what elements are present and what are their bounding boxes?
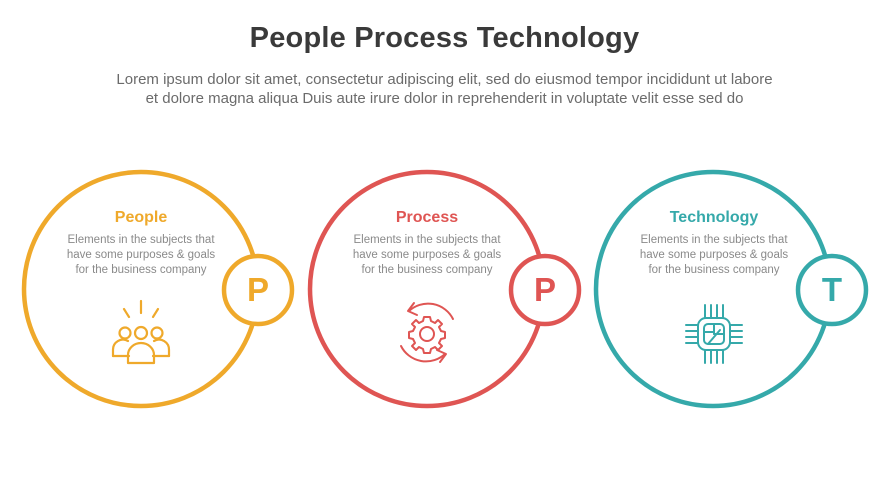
technology-badge	[795, 253, 869, 327]
process-title: Process	[395, 209, 459, 226]
page-title: People Process Technology	[249, 22, 640, 54]
process-badge	[508, 253, 582, 327]
technology-ring	[593, 169, 833, 409]
subtitle-line: Lorem ipsum dolor sit amet, consectetur …	[116, 71, 773, 88]
technology-badge-letter: T	[821, 271, 843, 308]
process-card: Process Elements in the subjects that ha…	[337, 209, 517, 278]
process-badge-letter: P	[533, 271, 556, 308]
people-badge-letter: P	[246, 271, 269, 308]
description-line: Elements in the subjects that	[640, 234, 788, 246]
people-title: People	[114, 209, 168, 226]
technology-description: Elements in the subjects that have some …	[624, 233, 804, 278]
people-card: People Elements in the subjects that hav…	[51, 209, 231, 278]
process-description: Elements in the subjects that have some …	[337, 233, 517, 278]
description-line: have some purposes & goals	[639, 249, 789, 261]
description-line: Elements in the subjects that	[67, 234, 215, 246]
subtitle-line: et dolore magna aliqua Duis aute irure d…	[145, 90, 744, 107]
gear-cycle-icon	[400, 302, 454, 363]
description-line: have some purposes & goals	[352, 249, 502, 261]
description-line: have some purposes & goals	[66, 249, 216, 261]
people-badge	[221, 253, 295, 327]
technology-title: Technology	[669, 209, 759, 226]
technology-card: Technology Elements in the subjects that…	[624, 209, 804, 278]
people-group-icon	[111, 299, 171, 365]
chip-icon	[685, 304, 743, 364]
people-description: Elements in the subjects that have some …	[51, 233, 231, 278]
description-line: for the business company	[648, 264, 780, 276]
page-subtitle: Lorem ipsum dolor sit amet, consectetur …	[0, 70, 889, 108]
description-line: Elements in the subjects that	[353, 234, 501, 246]
description-line: for the business company	[361, 264, 493, 276]
description-line: for the business company	[75, 264, 207, 276]
